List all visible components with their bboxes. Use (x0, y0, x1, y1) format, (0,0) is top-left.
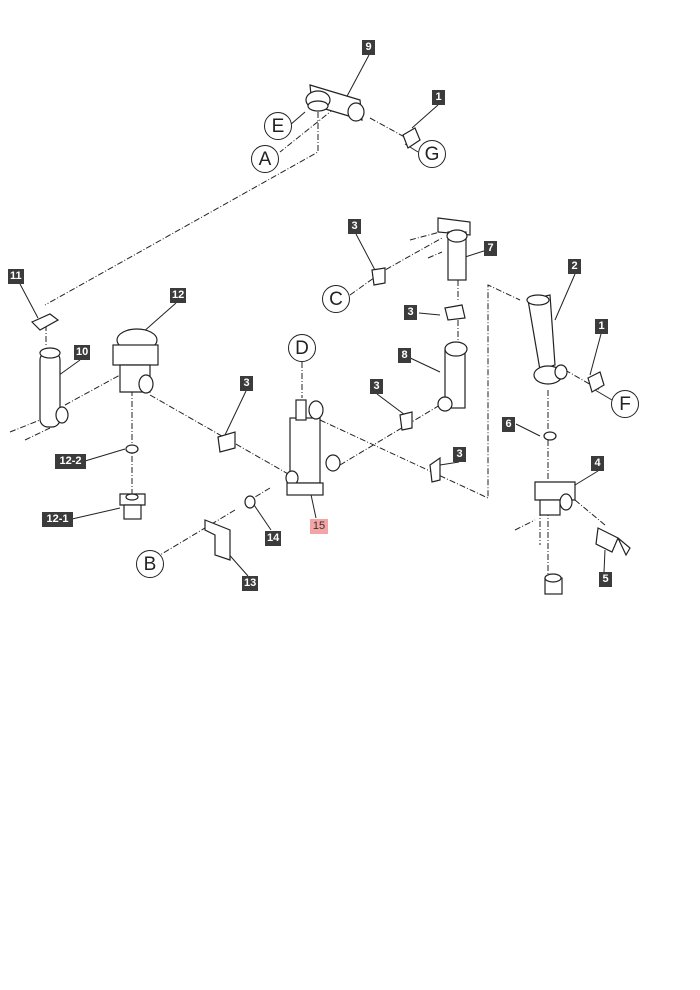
part-4-fitting (534, 481, 576, 516)
callout-2: 2 (568, 259, 581, 274)
callout-3: 3 (370, 379, 383, 394)
part-9-elbow-pipe (305, 84, 365, 122)
part-12-1-flange (119, 493, 146, 520)
part-3-clip-d (399, 411, 413, 431)
callout-12: 12 (170, 288, 187, 303)
callout-12-2: 12-2 (55, 454, 86, 469)
callout-3: 3 (240, 376, 253, 391)
part-6-oring (543, 431, 557, 441)
part-cap (544, 573, 563, 595)
connector-G: G (418, 140, 446, 168)
part-1-clip-right (587, 371, 605, 393)
part-5-valve (595, 527, 631, 557)
callout-13: 13 (242, 576, 259, 591)
callout-14: 14 (265, 531, 282, 546)
callout-12-1: 12-1 (42, 512, 73, 527)
callout-9: 9 (362, 40, 375, 55)
part-3-clip-e (429, 456, 441, 483)
part-1-clip-top (402, 127, 421, 149)
callout-7: 7 (484, 241, 497, 256)
callout-5: 5 (599, 572, 612, 587)
callout-4: 4 (591, 456, 604, 471)
part-3-clip-c (444, 304, 466, 321)
leader-lines (19, 54, 613, 577)
connector-A: A (251, 145, 279, 173)
part-11-clip (30, 313, 60, 331)
part-15-housing (285, 399, 341, 496)
part-12-2-oring (125, 444, 139, 454)
part-8-pipe (437, 341, 468, 412)
part-3-clip-b (371, 267, 386, 286)
callout-10: 10 (74, 345, 91, 360)
part-12-valve (112, 328, 159, 394)
parts (30, 84, 631, 595)
connector-B: B (136, 550, 164, 578)
callout-3: 3 (453, 447, 466, 462)
connector-E: E (264, 112, 292, 140)
part-13-bracket (204, 519, 231, 561)
connector-C: C (322, 285, 350, 313)
callout-11: 11 (8, 269, 24, 284)
callout-1: 1 (432, 90, 445, 105)
callout-6: 6 (502, 417, 515, 432)
connector-D: D (288, 334, 316, 362)
part-7-elbow (437, 217, 471, 281)
callout-15-highlighted[interactable]: 15 (310, 519, 328, 534)
part-14-oring (244, 495, 256, 509)
connector-F: F (611, 390, 639, 418)
part-10-pipe (39, 347, 69, 428)
callout-3: 3 (404, 305, 417, 320)
callout-3: 3 (348, 219, 361, 234)
callout-8: 8 (398, 348, 411, 363)
callout-1: 1 (595, 319, 608, 334)
part-3-clip-a (217, 431, 236, 453)
part-2-elbow (526, 294, 568, 385)
